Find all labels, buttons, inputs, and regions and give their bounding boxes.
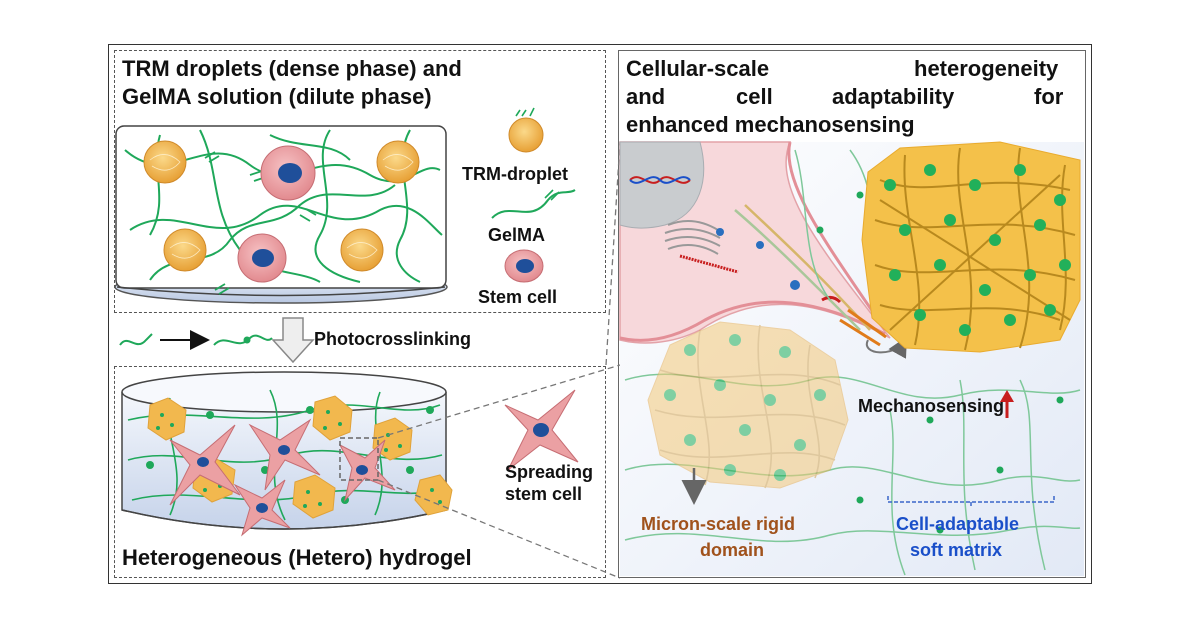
arrow-up-icon <box>1000 390 1014 418</box>
dna-icon <box>629 176 691 184</box>
right-title-line2b: cell <box>736 84 773 109</box>
adhesion-arrows <box>839 308 887 347</box>
integrin-icons <box>716 228 842 304</box>
stress-fibers <box>734 204 871 331</box>
right-title-line2c: adaptability <box>832 84 955 109</box>
phases-title-line1: TRM droplets (dense phase) and <box>122 56 462 81</box>
soft-matrix-bracket <box>887 496 1055 508</box>
photocrosslinking-scheme <box>119 317 315 364</box>
legend-gelma-label: GelMA <box>488 225 546 245</box>
right-title-line3: enhanced mechanosensing <box>626 112 915 137</box>
hydrogel-title: Heterogeneous (Hetero) hydrogel <box>122 545 472 570</box>
spreading-stem-cell-icon <box>504 389 579 471</box>
stem-cells-box <box>237 145 316 283</box>
golgi-icon <box>664 220 721 255</box>
legend-stem-label: Stem cell <box>478 287 558 307</box>
legend-gelma-icon <box>491 189 576 219</box>
phases-title-line2: GelMA solution (dilute phase) <box>122 84 432 109</box>
actin-icon <box>679 254 739 274</box>
mechanosensing-label: Mechanosensing <box>858 396 1005 416</box>
soft-matrix-label-line1: Cell-adaptable <box>896 514 1020 534</box>
panel-hydrogel <box>114 366 606 578</box>
legend-droplet-label: TRM-droplet <box>462 164 568 184</box>
trm-droplets-box <box>143 140 420 272</box>
rigid-domain-label-line1: Micron-scale rigid <box>641 514 796 534</box>
right-title-line2a: and <box>626 84 666 109</box>
spreading-label-line1: Spreading <box>505 462 594 482</box>
panel-phases <box>114 50 606 313</box>
right-title-line1a: Cellular-scale <box>626 56 770 81</box>
right-title-line2d: for <box>1034 84 1064 109</box>
panel-mechanosensing <box>618 50 1086 578</box>
legend-stem-icon <box>504 249 544 283</box>
spreading-label-line2: stem cell <box>505 484 583 504</box>
photocrosslinking-label: Photocrosslinking <box>314 329 472 349</box>
rigid-domain-label-line2: domain <box>700 540 765 560</box>
legend-droplet-icon <box>508 107 544 153</box>
rigid-domain-faded <box>647 321 849 489</box>
right-title-line1b: heterogeneity <box>914 56 1059 81</box>
soft-matrix-label-line2: soft matrix <box>910 540 1003 560</box>
rigid-domain-dense <box>861 141 1081 353</box>
nucleus <box>619 141 705 229</box>
zoom-selection-box <box>339 437 379 481</box>
